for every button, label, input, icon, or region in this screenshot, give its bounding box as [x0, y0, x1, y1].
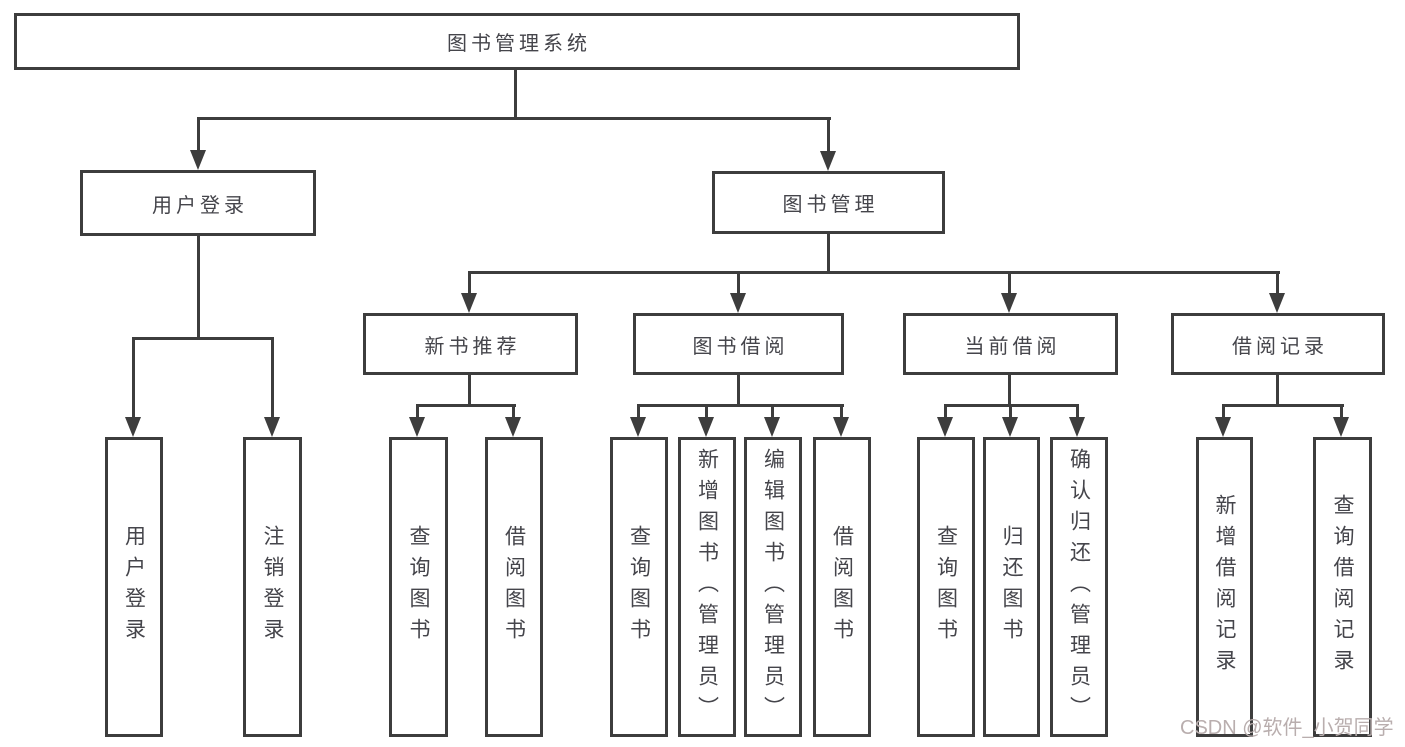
node-label: 用户登录	[152, 194, 248, 217]
node-query-books-current: 查询图书	[917, 437, 975, 737]
connector-line	[1076, 404, 1079, 417]
arrow-down-icon	[764, 417, 780, 437]
node-label: 查询图书	[627, 525, 651, 649]
arrow-down-icon	[461, 293, 477, 313]
connector-line	[197, 117, 831, 120]
connector-line	[468, 375, 471, 405]
node-label: 确认归还（管理员）	[1067, 447, 1091, 727]
arrow-down-icon	[125, 417, 141, 437]
node-logout: 注销登录	[243, 437, 302, 737]
connector-line	[1222, 404, 1225, 417]
node-add-borrow-record: 新增借阅记录	[1196, 437, 1253, 737]
connector-line	[468, 271, 471, 293]
node-label: 新增借阅记录	[1213, 494, 1236, 680]
connector-line	[1276, 271, 1279, 293]
arrow-down-icon	[937, 417, 953, 437]
node-return-books: 归还图书	[983, 437, 1040, 737]
node-label: 查询借阅记录	[1331, 494, 1354, 680]
node-confirm-return-admin: 确认归还（管理员）	[1050, 437, 1108, 737]
node-label: 图书借阅	[692, 335, 789, 358]
node-query-books-borrowing: 查询图书	[610, 437, 668, 737]
connector-line	[512, 404, 515, 417]
connector-line	[840, 404, 843, 417]
connector-line	[197, 236, 200, 338]
connector-line	[737, 375, 740, 405]
connector-line	[1340, 404, 1343, 417]
connector-line	[771, 404, 774, 417]
connector-line	[133, 337, 274, 340]
node-query-books-recommend: 查询图书	[389, 437, 448, 737]
node-label: 图书管理	[782, 194, 879, 216]
connector-line	[468, 271, 1280, 274]
node-book-borrowing: 图书借阅	[633, 313, 844, 375]
connector-line	[1276, 375, 1279, 405]
node-label: 查询图书	[934, 525, 958, 649]
connector-line	[827, 234, 830, 272]
connector-line	[514, 70, 517, 118]
arrow-down-icon	[833, 417, 849, 437]
arrow-down-icon	[1001, 293, 1017, 313]
node-book-management-system: 图书管理系统	[14, 13, 1020, 70]
arrow-down-icon	[1333, 417, 1349, 437]
node-label: 图书管理系统	[447, 33, 591, 55]
csdn-watermark: CSDN @软件_小贺同学	[1180, 717, 1394, 739]
node-label: 查询图书	[407, 525, 430, 649]
node-borrowing-records: 借阅记录	[1171, 313, 1385, 375]
node-label: 借阅图书	[830, 525, 854, 649]
arrow-down-icon	[190, 150, 206, 170]
connector-line	[1008, 375, 1011, 405]
connector-line	[637, 404, 844, 407]
arrow-down-icon	[1002, 417, 1018, 437]
node-user-login-leaf: 用户登录	[105, 437, 163, 737]
node-add-book-admin: 新增图书（管理员）	[678, 437, 736, 737]
connector-line	[1222, 404, 1344, 407]
arrow-down-icon	[264, 417, 280, 437]
connector-line	[132, 337, 135, 417]
connector-line	[827, 117, 830, 151]
node-label: 新增图书（管理员）	[695, 447, 719, 727]
arrow-down-icon	[698, 417, 714, 437]
node-book-management: 图书管理	[712, 171, 945, 234]
arrow-down-icon	[630, 417, 646, 437]
arrow-down-icon	[409, 417, 425, 437]
arrow-down-icon	[1215, 417, 1231, 437]
connector-line	[705, 404, 708, 417]
node-label: 借阅记录	[1232, 335, 1328, 358]
node-label: 编辑图书（管理员）	[761, 447, 785, 727]
node-edit-book-admin: 编辑图书（管理员）	[744, 437, 802, 737]
arrow-down-icon	[505, 417, 521, 437]
connector-line	[416, 404, 516, 407]
connector-line	[737, 271, 740, 293]
connector-line	[1009, 404, 1012, 417]
connector-line	[637, 404, 640, 417]
node-label: 注销登录	[261, 525, 284, 649]
arrow-down-icon	[730, 293, 746, 313]
node-label: 新书推荐	[424, 335, 521, 358]
arrow-down-icon	[1069, 417, 1085, 437]
arrow-down-icon	[820, 151, 836, 171]
node-current-borrowing: 当前借阅	[903, 313, 1118, 375]
connector-line	[416, 404, 419, 417]
node-label: 归还图书	[1000, 525, 1023, 649]
connector-line	[1008, 271, 1011, 293]
node-borrow-books-recommend: 借阅图书	[485, 437, 543, 737]
node-label: 当前借阅	[964, 335, 1061, 358]
arrow-down-icon	[1269, 293, 1285, 313]
node-user-login: 用户登录	[80, 170, 316, 236]
node-label: 用户登录	[122, 525, 146, 649]
connector-line	[944, 404, 947, 417]
node-borrow-books-borrowing: 借阅图书	[813, 437, 871, 737]
connector-line	[197, 117, 200, 150]
node-new-book-recommend: 新书推荐	[363, 313, 578, 375]
connector-line	[271, 337, 274, 417]
node-query-borrow-record: 查询借阅记录	[1313, 437, 1372, 737]
node-label: 借阅图书	[502, 525, 526, 649]
